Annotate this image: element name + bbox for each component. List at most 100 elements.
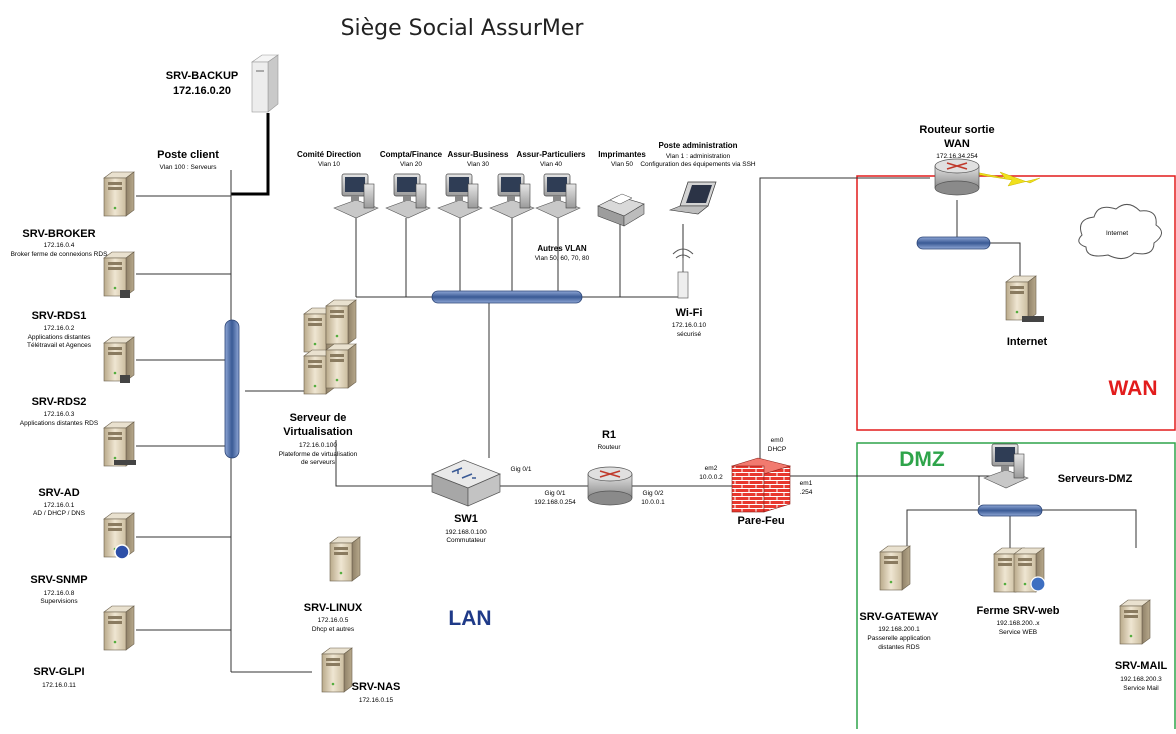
srv-backup-ip: 172.16.0.20 (172, 85, 232, 97)
srv-rds1-icon (103, 336, 135, 382)
sw1-desc: Commutateur (446, 537, 486, 544)
rds1-keyboard-icon (120, 375, 130, 383)
r1-gig02-ip: 10.0.0.1 (641, 499, 665, 506)
wan-router-name2: WAN (944, 138, 970, 150)
ferme-srv-web-icon (993, 547, 1046, 593)
srv-snmp-desc: Supervisions (40, 598, 78, 605)
virtualization-cluster-icon (303, 299, 357, 395)
ferme-srv-web-name: Ferme SRV-web (976, 605, 1060, 617)
fw-em0-label: em0 (770, 437, 784, 444)
vlan-compta-vlan: Vlan 20 (399, 161, 423, 168)
srv-glpi-ip: 172.16.0.11 (42, 682, 76, 689)
srv-linux-desc: Dhcp et autres (311, 626, 355, 633)
internet-keyboard-icon (1022, 316, 1044, 322)
r1-gig01-ip: 192.168.0.254 (534, 499, 576, 506)
internet-cloud-label: Internet (1105, 230, 1129, 237)
admin-desc: Configuration des équipements via SSH (640, 161, 756, 168)
srv-rds2-name: SRV-RDS2 (31, 396, 87, 408)
dmz-bus (977, 504, 1043, 517)
wifi-ip: 172.16.0.10 (671, 322, 707, 329)
srv-broker-icon (103, 251, 135, 297)
internet-server-icon (1005, 275, 1037, 321)
wan-router-icon (934, 158, 980, 196)
wifi-name: Wi-Fi (675, 307, 703, 319)
firewall-icon (730, 457, 792, 513)
wan-zone-frame (856, 175, 1176, 431)
srv-nas-icon (321, 647, 353, 693)
vlan-particuliers-name: Assur-Particuliers (516, 150, 586, 159)
srv-rds1-name: SRV-RDS1 (31, 310, 87, 322)
vlan-imprimantes-vlan: Vlan 50 (610, 161, 634, 168)
pc-autres-vlan-icon (535, 173, 581, 219)
rds2-keyboard-icon (114, 460, 136, 465)
vlan-compta-name: Compta/Finance (379, 150, 443, 159)
srv-rds1-ip: 172.16.0.2 (43, 325, 75, 332)
srv-linux-ip: 172.16.0.5 (317, 617, 349, 624)
srv-snmp-name: SRV-SNMP (30, 574, 88, 586)
srv-gateway-name: SRV-GATEWAY (859, 611, 939, 623)
srv-rds2-ip: 172.16.0.3 (43, 411, 75, 418)
vlan-business-vlan: Vlan 30 (466, 161, 490, 168)
poste-client-name: Poste client (157, 149, 219, 161)
srv-rds1-desc2: Télétravail et Agences (27, 342, 91, 349)
vlan-business-name: Assur-Business (447, 150, 509, 159)
fw-em1-ip: .254 (799, 489, 813, 496)
srv-nas-ip: 172.16.0.15 (358, 697, 394, 704)
r1-gig01-label: Gig 0/1 (544, 490, 566, 497)
fw-em2-ip: 10.0.0.2 (699, 474, 723, 481)
pc-comite-direction-icon (333, 173, 379, 219)
srv-rds2-icon (103, 421, 135, 467)
wan-zone-label: WAN (1108, 377, 1158, 400)
srv-gateway-ip: 192.168.200.1 (878, 626, 920, 633)
ferme-srv-web-ip: 192.168.200..x (996, 620, 1040, 627)
pc-compta-finance-icon (385, 173, 431, 219)
vlan-comite-name: Comité Direction (296, 150, 362, 159)
printer-icon (597, 193, 645, 227)
wan-link-lightning-icon (974, 171, 1041, 187)
srv-mail-icon (1119, 599, 1151, 645)
srv-glpi-name: SRV-GLPI (33, 666, 85, 678)
srv-gateway-desc2: distantes RDS (878, 644, 920, 651)
sw1-port-label: Gig 0/1 (510, 466, 532, 473)
poste-client-vlan: Vlan 100 : Serveurs (159, 164, 217, 171)
vlan-particuliers-vlan: Vlan 40 (539, 161, 563, 168)
srv-backup-icon (251, 54, 279, 113)
wan-router-name1: Routeur sortie (919, 124, 995, 136)
srv-ad-desc: AD / DHCP / DNS (33, 510, 85, 517)
lan-bus (431, 290, 583, 304)
virt-name-line2: Virtualisation (283, 426, 353, 438)
srv-broker-desc: Broker ferme de connexions RDS (10, 251, 108, 258)
srv-mail-ip: 192.168.200.3 (1120, 676, 1162, 683)
fw-em1-label: em1 (799, 480, 813, 487)
srv-ad-name: SRV-AD (38, 487, 80, 499)
srv-gateway-desc1: Passerelle application (867, 635, 931, 642)
laptop-icon (668, 181, 717, 215)
srv-glpi-icon (103, 605, 135, 651)
vlan-comite-vlan: Vlan 10 (317, 161, 341, 168)
srv-rds2-desc: Applications distantes RDS (19, 420, 99, 427)
dmz-zone-label: DMZ (899, 448, 945, 471)
firewall-name: Pare-Feu (737, 515, 785, 527)
srv-linux-icon (329, 536, 361, 582)
virt-desc1: Plateforme de virtualisation (278, 451, 358, 458)
ad-globe-icon (114, 544, 130, 560)
srv-mail-desc: Service Mail (1123, 685, 1159, 692)
internet-server-name: Internet (1006, 336, 1048, 348)
pc-assur-business-icon (437, 173, 483, 219)
srv-rds1-desc1: Applications distantes (27, 334, 91, 341)
fw-em0-desc: DHCP (767, 446, 787, 453)
autres-vlan-list: Vlan 50, 60, 70, 80 (534, 255, 590, 262)
sw1-ip: 192.168.0.100 (445, 529, 487, 536)
sw1-switch-icon (431, 459, 501, 507)
wan-bus (916, 236, 991, 250)
admin-name: Poste administration (658, 141, 738, 150)
virt-name-line1: Serveur de (289, 412, 347, 424)
sw1-name: SW1 (454, 513, 478, 525)
vlan-imprimantes-name: Imprimantes (598, 150, 646, 159)
lan-zone-label: LAN (448, 607, 492, 630)
srv-nas-name: SRV-NAS (351, 681, 401, 693)
r1-router-icon (587, 466, 633, 506)
admin-vlan: Vlan 1 : administration (665, 153, 731, 160)
